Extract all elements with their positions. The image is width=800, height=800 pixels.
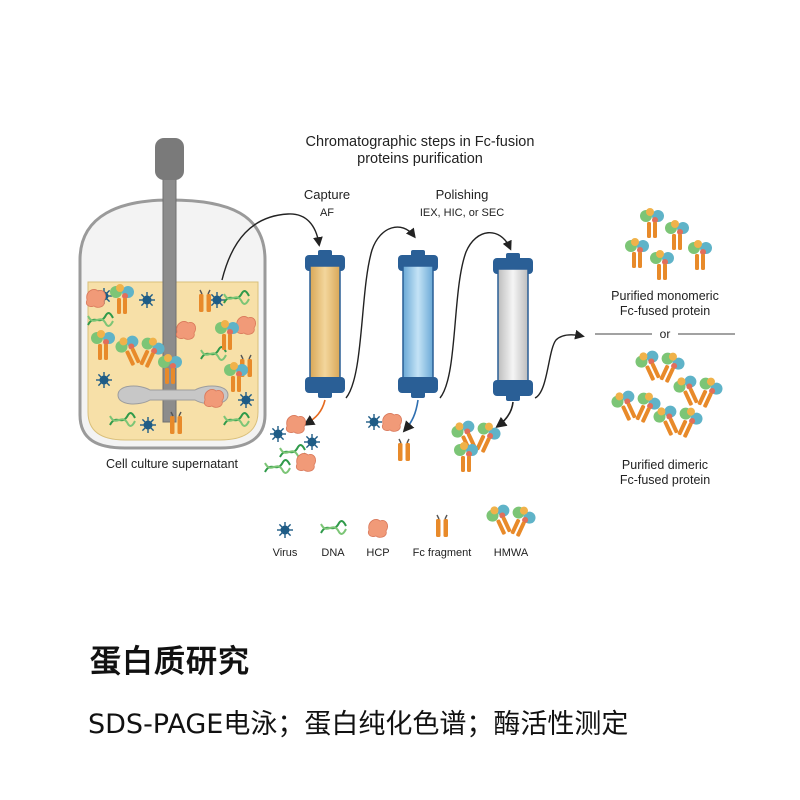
step-1-subtitle: AF bbox=[320, 207, 334, 219]
or-separator: or bbox=[660, 327, 671, 341]
hcp-icon bbox=[367, 519, 389, 538]
fc-fragment-icon bbox=[435, 514, 449, 538]
flow-arrow-to-capture bbox=[221, 213, 323, 281]
monomeric-label: Purified monomeric bbox=[611, 289, 719, 303]
step-2-subtitle: IEX, HIC, or SEC bbox=[420, 207, 504, 219]
legend-label-hmwa: HMWA bbox=[494, 547, 529, 559]
sec-waste-arrow bbox=[495, 401, 514, 429]
monomeric-label-line2: Fc-fused protein bbox=[620, 304, 710, 318]
impeller bbox=[117, 385, 229, 405]
hmwa-icon bbox=[484, 501, 539, 540]
bioreactor-label: Cell culture supernatant bbox=[106, 457, 239, 471]
legend-label-hcp: HCP bbox=[366, 547, 389, 559]
step-1-title: Capture bbox=[304, 187, 350, 202]
polishing-waste bbox=[365, 413, 411, 462]
legend-label-dna: DNA bbox=[321, 547, 345, 559]
purification-diagram: Chromatographic steps in Fc-fusion prote… bbox=[78, 134, 735, 559]
legend: Virus DNA HCP Fc fragment HMWA bbox=[273, 501, 539, 559]
diagram-title-line2: proteins purification bbox=[357, 151, 483, 167]
polishing-waste-arrow bbox=[402, 399, 419, 433]
capture-column bbox=[305, 250, 345, 398]
dimeric-label: Purified dimeric bbox=[622, 458, 708, 472]
dimeric-product bbox=[609, 347, 726, 441]
monomeric-product bbox=[625, 208, 712, 280]
polishing-column bbox=[398, 250, 438, 398]
legend-label-fc-fragment: Fc fragment bbox=[413, 547, 472, 559]
dna-icon bbox=[320, 520, 347, 535]
capture-waste-arrow bbox=[303, 399, 326, 426]
page-subheading: SDS-PAGE电泳；蛋白纯化色谱；酶活性测定 bbox=[88, 709, 629, 740]
dimeric-label-line2: Fc-fused protein bbox=[620, 473, 710, 487]
bioreactor bbox=[78, 138, 267, 450]
diagram-title: Chromatographic steps in Fc-fusion bbox=[306, 134, 535, 150]
step-2-title: Polishing bbox=[436, 187, 489, 202]
sec-column bbox=[493, 253, 533, 401]
page-heading: 蛋白质研究 bbox=[90, 644, 250, 680]
sec-waste bbox=[449, 417, 504, 472]
capture-waste bbox=[264, 415, 321, 474]
flow-arrow-to-output bbox=[534, 329, 585, 399]
virus-icon bbox=[276, 521, 294, 539]
flow-arrow-to-sec bbox=[439, 232, 512, 399]
flow-arrow-to-polishing bbox=[345, 226, 416, 399]
stirrer-motor bbox=[155, 138, 184, 180]
legend-label-virus: Virus bbox=[273, 547, 298, 559]
